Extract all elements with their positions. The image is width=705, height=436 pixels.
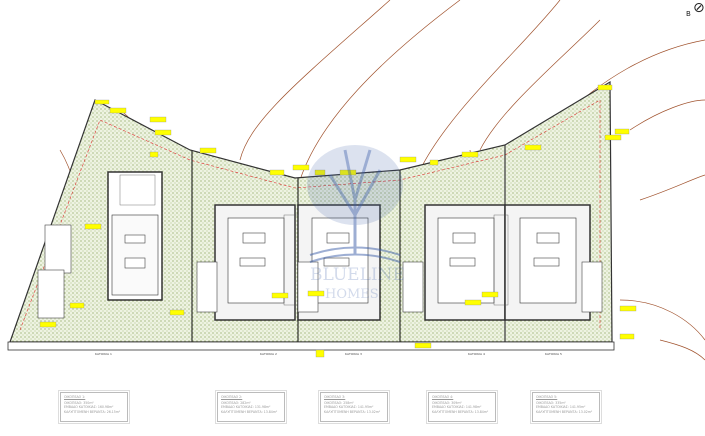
veranda-area: ΚΑΛΥΠΤΟΜΕΝΗ ΒΕΡΑΝΤΑ: 13.02m² bbox=[324, 409, 381, 414]
plot-title: ΟΙΚΟΠΕΔΟ 3: bbox=[324, 395, 346, 399]
north-arrow: B ⊘ bbox=[686, 0, 705, 20]
watermark-line2: HOMES bbox=[325, 287, 379, 302]
plot-info-1: ΟΙΚΟΠΕΔΟ 1: ΟΙΚΟΠΕΔΟ: 350m² ΕΜΒΑΔΟ ΚΑΤΟΙ… bbox=[58, 390, 130, 424]
street-label: ΚΑΤΟΙΚΙΑ 3 bbox=[345, 352, 362, 356]
veranda-area: ΚΑΛΥΠΤΟΜΕΝΗ ΒΕΡΑΝΤΑ: 13.84m² bbox=[221, 409, 278, 414]
house-area: ΕΜΒΑΔΟ ΚΑΤΟΙΚΙΑΣ: 141.95m² bbox=[536, 405, 586, 410]
level-tags bbox=[39, 84, 637, 358]
north-arrow-icon: ⊘ bbox=[693, 0, 705, 16]
plot-title: ΟΙΚΟΠΕΔΟ 1: bbox=[64, 395, 86, 399]
plot-title: ΟΙΚΟΠΕΔΟ 2: bbox=[221, 395, 243, 399]
street-label: ΚΑΤΟΙΚΙΑ 2 bbox=[260, 352, 277, 356]
plot-title: ΟΙΚΟΠΕΔΟ 4: bbox=[432, 395, 454, 399]
watermark-logo: BLUELINE HOMES bbox=[307, 145, 405, 302]
house-area: ΕΜΒΑΔΟ ΚΑΤΟΙΚΙΑΣ: 131.98m² bbox=[221, 405, 271, 410]
veranda-area: ΚΑΛΥΠΤΟΜΕΝΗ ΒΕΡΑΝΤΑ: 13.84m² bbox=[432, 409, 489, 414]
street-labels: ΚΑΤΟΙΚΙΑ 1 ΚΑΤΟΙΚΙΑ 2 ΚΑΤΟΙΚΙΑ 3 ΚΑΤΟΙΚΙ… bbox=[95, 352, 562, 356]
veranda-area: ΚΑΛΥΠΤΟΜΕΝΗ ΒΕΡΑΝΤΑ: 13.02m² bbox=[536, 409, 593, 414]
house-area: ΕΜΒΑΔΟ ΚΑΤΟΙΚΙΑΣ: 160.98m² bbox=[64, 405, 114, 410]
house-area: ΕΜΒΑΔΟ ΚΑΤΟΙΚΙΑΣ: 141.95m² bbox=[324, 405, 374, 410]
plot-area: ΟΙΚΟΠΕΔΟ: 350m² bbox=[64, 400, 94, 405]
carports bbox=[37, 224, 603, 319]
house-area: ΕΜΒΑΔΟ ΚΑΤΟΙΚΙΑΣ: 141.98m² bbox=[432, 405, 482, 410]
street-label: ΚΑΤΟΙΚΙΑ 1 bbox=[95, 352, 112, 356]
plot-area: ΟΙΚΟΠΕΔΟ: 282m² bbox=[221, 400, 251, 405]
plot-title: ΟΙΚΟΠΕΔΟ 5: bbox=[536, 395, 558, 399]
street-label: ΚΑΤΟΙΚΙΑ 4 bbox=[468, 352, 485, 356]
stairs bbox=[119, 174, 509, 306]
plot-info-5: ΟΙΚΟΠΕΔΟ 5: ΟΙΚΟΠΕΔΟ: 335m² ΕΜΒΑΔΟ ΚΑΤΟΙ… bbox=[530, 390, 602, 424]
watermark-line1: BLUELINE bbox=[310, 265, 405, 285]
plot-area: ΟΙΚΟΠΕΔΟ: 258m² bbox=[324, 400, 354, 405]
veranda-area: ΚΑΛΥΠΤΟΜΕΝΗ ΒΕΡΑΝΤΑ: 26.15m² bbox=[64, 409, 121, 414]
north-arrow-label: B bbox=[686, 10, 691, 18]
road bbox=[7, 341, 615, 351]
plot-info-3: ΟΙΚΟΠΕΔΟ 3: ΟΙΚΟΠΕΔΟ: 258m² ΕΜΒΑΔΟ ΚΑΤΟΙ… bbox=[318, 390, 390, 424]
plot-info-2: ΟΙΚΟΠΕΔΟ 2: ΟΙΚΟΠΕΔΟ: 282m² ΕΜΒΑΔΟ ΚΑΤΟΙ… bbox=[215, 390, 287, 424]
plot-area: ΟΙΚΟΠΕΔΟ: 309m² bbox=[432, 400, 462, 405]
street-label: ΚΑΤΟΙΚΙΑ 5 bbox=[545, 352, 562, 356]
plot-area: ΟΙΚΟΠΕΔΟ: 335m² bbox=[536, 400, 566, 405]
setback-line bbox=[19, 99, 601, 331]
furniture bbox=[124, 232, 560, 269]
plot-info-4: ΟΙΚΟΠΕΔΟ 4: ΟΙΚΟΠΕΔΟ: 309m² ΕΜΒΑΔΟ ΚΑΤΟΙ… bbox=[426, 390, 498, 424]
